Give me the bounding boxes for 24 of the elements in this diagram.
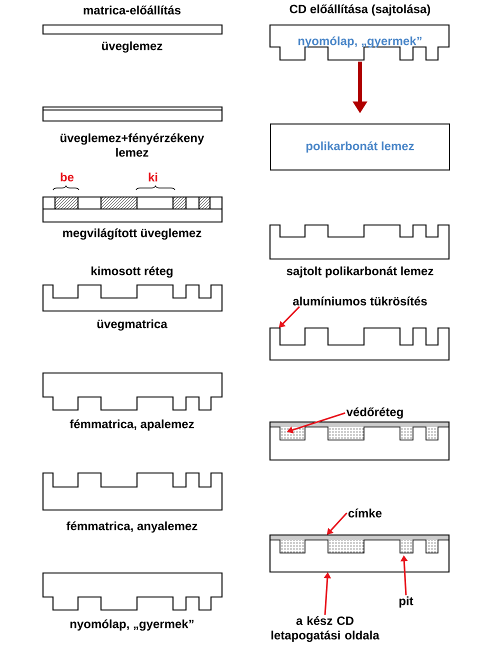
brace-label: ki xyxy=(148,172,158,182)
leader-label: védőréteg xyxy=(346,407,403,419)
stamper-profile: nyomólap, „gyermek” xyxy=(269,24,450,61)
caption-label: üvegmatrica xyxy=(97,319,168,331)
mirrored-disc-drawing xyxy=(269,327,450,361)
caption-label: kimosott réteg xyxy=(92,266,173,278)
leader-label: címke xyxy=(348,508,382,518)
leader-label: alumíniumos tükrösítés xyxy=(293,296,427,306)
caption-label: matrica-előállítás xyxy=(84,6,181,14)
leader-label: a kész CD letapogatási oldala xyxy=(271,616,380,642)
caption-label: sajtolt polikarbonát lemez xyxy=(286,266,434,278)
plate-box: polikarbonát lemez xyxy=(270,123,450,171)
caption-label: megvilágított üveglemez xyxy=(63,228,202,240)
caption-label: üveglemez xyxy=(102,41,162,53)
caption-label: üveglemez+fényérzékeny lemez xyxy=(60,133,204,157)
leader-label: pit xyxy=(399,596,414,608)
caption-label: fémmatrica, anyalemez xyxy=(66,521,198,533)
brace-label: be xyxy=(60,172,74,182)
caption-label: fémmatrica, apalemez xyxy=(70,419,194,431)
finished-disc-drawing xyxy=(270,535,449,540)
finished-disc-drawing xyxy=(269,534,450,573)
coated-disc-drawing xyxy=(269,421,450,461)
coated-disc-drawing xyxy=(270,422,449,427)
caption-label: nyomólap, „gyermek” xyxy=(70,619,194,631)
